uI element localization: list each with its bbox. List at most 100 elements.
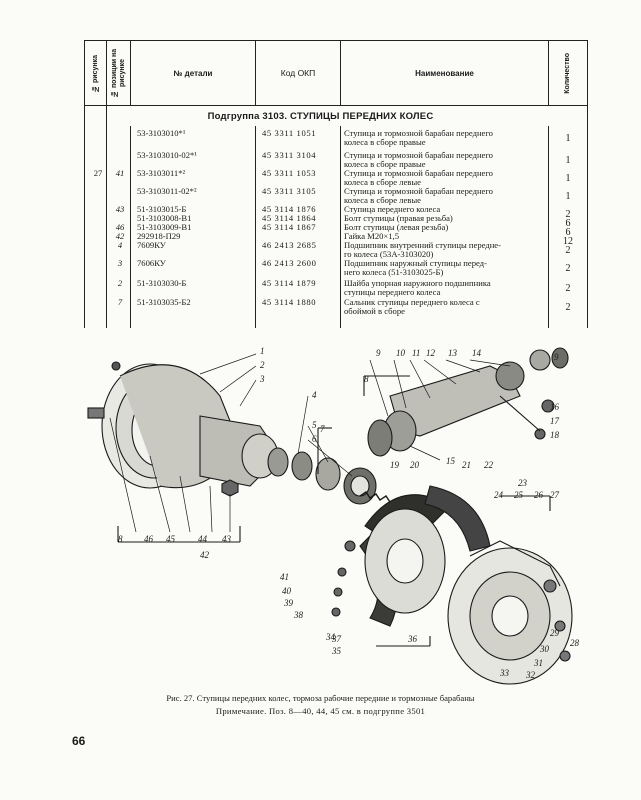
callout-label: 30	[539, 644, 550, 654]
okp-code: 45 3114 1876	[262, 204, 317, 214]
part-name: Подшипник наружный ступицы перед-	[344, 258, 487, 268]
part-name: Шайба упорная наружного подшипника	[344, 278, 491, 288]
callout-label: 4	[312, 390, 317, 400]
okp-code: 45 3311 3105	[262, 186, 317, 196]
position-number: 41	[115, 168, 125, 178]
part-number: 51-3103008-В1	[137, 213, 192, 223]
callout-label: 2	[260, 360, 265, 370]
okp-code: 45 3114 1867	[262, 222, 317, 232]
okp-code: 46 2413 2685	[262, 240, 317, 250]
okp-code: 45 3114 1880	[262, 297, 317, 307]
position-number: 3	[117, 258, 123, 268]
callout-label: 32	[525, 670, 536, 680]
callout-label: 42	[200, 550, 210, 560]
okp-code: 45 3114 1879	[262, 278, 317, 288]
quantity: 12	[563, 236, 573, 247]
part-name: Ступица переднего колеса	[344, 204, 441, 214]
callout-label: 17	[550, 416, 560, 426]
position-number: 7	[117, 297, 123, 307]
header-figure: № рисунка	[91, 54, 99, 92]
part-name-line2: обоймой в сборе	[344, 306, 405, 316]
part-name: Сальник ступицы переднего колеса с	[344, 297, 480, 307]
part-number: 51-3103030-Б	[137, 278, 187, 288]
part-name: Болт ступицы (левая резьба)	[344, 222, 449, 232]
part-name-line2: колеса в сборе правые	[344, 137, 426, 147]
part-name-line2: го колеса (53А-3103020)	[344, 249, 434, 259]
callout-label: 10	[396, 348, 406, 358]
header-okp: Код ОКП	[256, 41, 341, 105]
part-number: 7609КУ	[137, 240, 166, 250]
figure-note: Примечание. Поз. 8—40, 44, 45 см. в подг…	[215, 706, 426, 716]
part-number: 53-3103010*¹	[137, 128, 186, 138]
okp-code: 45 3311 3104	[262, 150, 317, 160]
header-part: № детали	[131, 41, 256, 105]
quantity: 1	[565, 133, 571, 144]
okp-code: 46 2413 2600	[262, 258, 317, 268]
callout-label: 41	[280, 572, 289, 582]
callout-label: 9	[554, 352, 559, 362]
okp-code: 45 3114 1864	[262, 213, 317, 223]
part-number: 53-3103011-02*²	[137, 186, 197, 196]
header-qty-cell: Количество	[549, 41, 587, 105]
part-number: 53-3103011*²	[137, 168, 186, 178]
part-name: Подшипник внутренний ступицы передне-	[344, 240, 501, 250]
callout-label: 22	[484, 460, 494, 470]
part-name-line2: ступицы переднего колеса	[344, 287, 441, 297]
callout-label: 38	[293, 610, 304, 620]
quantity: 6	[565, 227, 571, 238]
callout-label: 13	[448, 348, 458, 358]
callout-label: 39	[283, 598, 294, 608]
quantity: 1	[565, 191, 571, 202]
part-name: Гайка М20×1,5	[344, 231, 399, 241]
part-number: 292918-П29	[137, 231, 181, 241]
part-name: Ступица и тормозной барабан переднего	[344, 150, 493, 160]
callout-label: 7	[320, 424, 325, 434]
callout-label: 5	[312, 420, 317, 430]
callout-label: 46	[144, 534, 154, 544]
quantity: 2	[565, 302, 571, 313]
quantity: 1	[565, 173, 571, 184]
callout-label: 8	[118, 534, 123, 544]
header-name: Наименование	[341, 41, 549, 105]
position-number: 42	[115, 231, 125, 241]
callout-label: 15	[446, 456, 456, 466]
callout-label: 28	[570, 638, 580, 648]
callout-label: 33	[499, 668, 510, 678]
callout-label: 14	[472, 348, 482, 358]
position-number: 43	[115, 204, 125, 214]
callout-label: 8	[364, 374, 369, 384]
position-number: 4	[117, 240, 123, 250]
callout-label: 45	[166, 534, 176, 544]
part-number: 51-3103009-В1	[137, 222, 192, 232]
callout-label: 34	[325, 632, 336, 642]
callout-label: 37	[331, 634, 342, 644]
part-name-line2: колеса в сборе левые	[344, 177, 421, 187]
subgroup-title: Подгруппа 3103. СТУПИЦЫ ПЕРЕДНИХ КОЛЕС	[207, 111, 434, 122]
callout-label: 3	[259, 374, 265, 384]
okp-code: 45 3311 1053	[262, 168, 317, 178]
figure-number: 27	[93, 168, 103, 178]
header-figure-cell: № рисунка	[85, 41, 107, 105]
header-position-cell: № позиции на рисунке	[107, 41, 131, 105]
part-name-line2: колеса в сборе правые	[344, 159, 426, 169]
page-number: 66	[72, 734, 86, 748]
position-number: 2	[117, 278, 123, 288]
quantity: 2	[565, 263, 571, 274]
part-number: 7606КУ	[137, 258, 166, 268]
header-qty: Количество	[564, 52, 571, 94]
callout-label: 43	[222, 534, 232, 544]
callout-label: 6	[312, 434, 317, 444]
table-header: № рисунка № позиции на рисунке № детали …	[84, 40, 588, 106]
part-name: Ступица и тормозной барабан переднего	[344, 128, 493, 138]
position-number: 46	[115, 222, 125, 232]
part-name-line2: него колеса (51-3103025-Б)	[344, 267, 444, 277]
callout-label: 40	[282, 586, 292, 596]
callout-label: 1	[260, 346, 265, 356]
callout-label: 16	[550, 402, 560, 412]
callout-label: 36	[407, 634, 418, 644]
callout-label: 19	[390, 460, 400, 470]
part-number: 51-3103035-Б2	[137, 297, 191, 307]
figure-caption: Рис. 27. Ступицы передних колес, тормоза…	[166, 693, 475, 703]
callout-label: 21	[462, 460, 471, 470]
